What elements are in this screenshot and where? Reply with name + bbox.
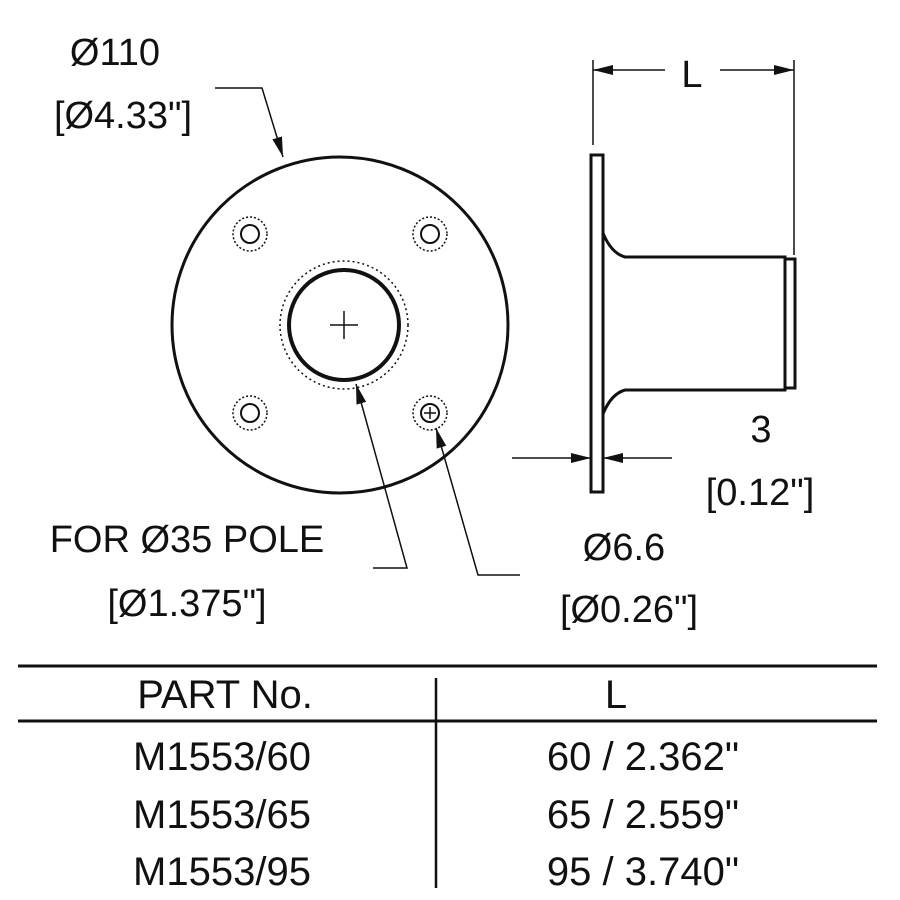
flange-diameter-metric: Ø110 [70,32,160,74]
table-header-l: L [605,673,627,717]
pole-metric: FOR Ø35 POLE [50,519,325,561]
thickness-metric: 3 [750,409,771,451]
side-view [512,60,797,494]
bolt-hole-metric: Ø6.6 [583,527,665,569]
table-cell-part: M1553/65 [133,793,311,837]
pole-socket-outer [279,260,409,390]
length-label: L [681,54,702,96]
table-cell-length: 65 / 2.559" [547,793,739,837]
bolt-hole-bottom-left [232,395,268,431]
flange-diameter-leader [215,87,284,158]
flange-plate-side [589,153,605,494]
table-cell-length: 60 / 2.362" [547,735,739,779]
flange-diameter-imperial: [Ø4.33"] [54,95,192,137]
pole-imperial: [Ø1.375"] [107,583,266,625]
bolt-hole-leader [435,427,520,576]
flange-outline [170,155,510,495]
pipe-body-side [601,232,787,415]
bolt-hole-top-right [412,216,448,252]
table-cell-part: M1553/95 [133,850,311,894]
table-cell-length: 95 / 3.740" [547,850,739,894]
center-mark [330,311,358,339]
front-view [170,87,520,576]
thickness-imperial: [0.12"] [706,472,815,514]
table-header-part-no: PART No. [137,673,313,717]
bolt-hole-top-left [232,216,268,252]
bolt-hole-imperial: [Ø0.26"] [560,589,698,631]
pipe-end-side [785,257,797,390]
table-cell-part: M1553/60 [133,735,311,779]
parts-table: PART No. L M1553/60 60 / 2.362" M1553/65… [18,664,877,894]
bolt-hole-bottom-right [412,395,448,431]
dimension-labels: Ø110 [Ø4.33"] L 3 [0.12"] FOR Ø35 POLE [… [50,32,815,631]
pole-leader [355,383,408,569]
pole-socket-inner [287,268,401,382]
